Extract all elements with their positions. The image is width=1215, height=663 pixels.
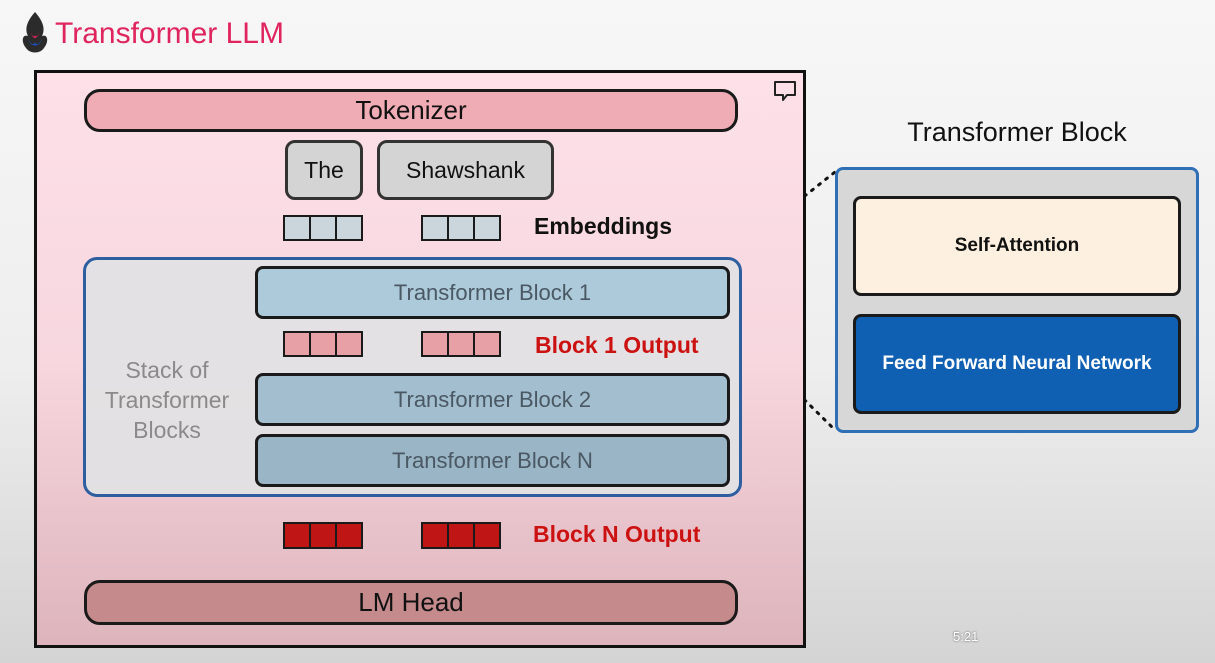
blockn-output-vector	[421, 522, 501, 549]
embedding-vector	[283, 215, 363, 241]
block1-output-vector	[283, 331, 363, 357]
transformer-block-n: Transformer Block N	[255, 434, 730, 487]
block1-output-label: Block 1 Output	[535, 332, 699, 358]
block1-output-vector	[421, 331, 501, 357]
stack-label: Stack of Transformer Blocks	[96, 355, 238, 445]
embeddings-label: Embeddings	[534, 213, 673, 239]
page-title: Transformer LLM	[55, 17, 284, 50]
lm-head-box: LM Head	[84, 580, 738, 625]
self-attention-box: Self-Attention	[853, 196, 1181, 296]
stack-label-line: Transformer	[104, 387, 230, 413]
token-shawshank: Shawshank	[377, 140, 554, 200]
stack-label-line: Blocks	[133, 417, 201, 443]
embedding-vector	[421, 215, 501, 241]
feed-forward-box: Feed Forward Neural Network	[853, 314, 1181, 414]
blockn-output-vector	[283, 522, 363, 549]
token-the: The	[285, 140, 363, 200]
blockn-output-label: Block N Output	[533, 521, 701, 547]
transformer-block-detail-title: Transformer Block	[907, 117, 1127, 147]
transformer-block-1: Transformer Block 1	[255, 266, 730, 319]
video-timestamp: 5:21	[953, 629, 979, 644]
stack-label-line: Stack of	[125, 357, 209, 383]
flame-logo-icon	[22, 12, 48, 53]
tokenizer-box: Tokenizer	[84, 89, 738, 132]
transformer-block-2: Transformer Block 2	[255, 373, 730, 426]
speech-bubble-icon[interactable]	[773, 80, 797, 102]
